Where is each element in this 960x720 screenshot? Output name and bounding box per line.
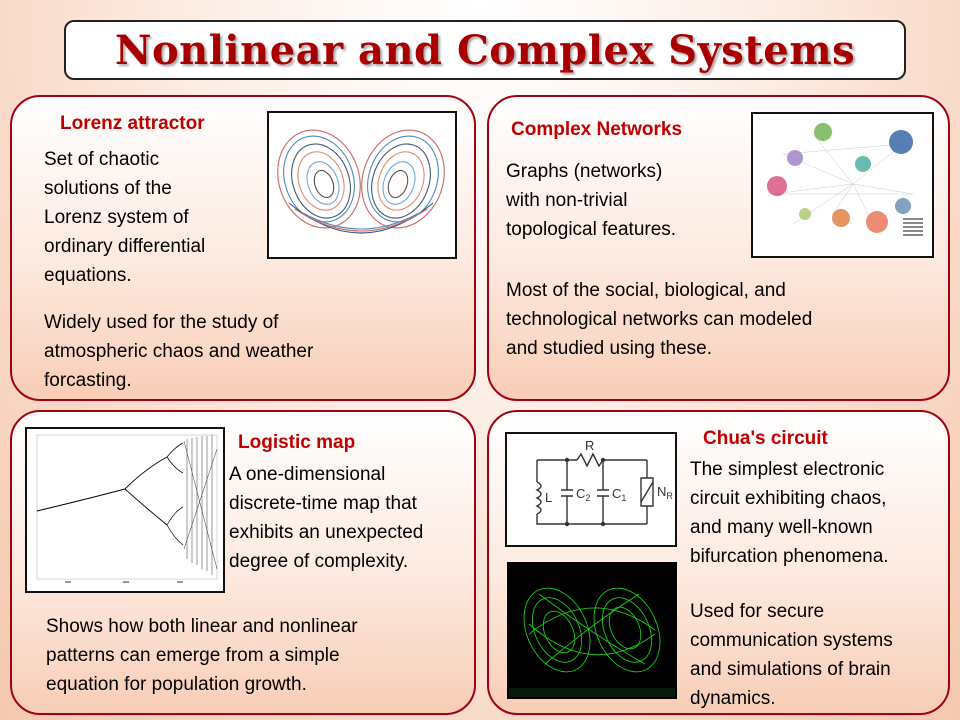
nonlinear-resistor-label: NR xyxy=(657,484,673,501)
chua-oscilloscope-image xyxy=(507,562,677,699)
logistic-description: A one-dimensional discrete-time map that… xyxy=(229,464,424,572)
title-banner: Nonlinear and Complex Systems xyxy=(64,20,906,80)
chua-description: The simplest electronic circuit exhibiti… xyxy=(690,459,889,567)
resistor-label: R xyxy=(585,438,594,453)
chua-usage: Used for secure communication systems an… xyxy=(690,601,893,709)
networks-description: Graphs (networks) with non-trivial topol… xyxy=(506,161,677,240)
lorenz-usage: Widely used for the study of atmospheric… xyxy=(44,312,314,391)
networks-heading: Complex Networks xyxy=(511,119,683,140)
logistic-usage: Shows how both linear and nonlinear patt… xyxy=(46,616,358,695)
network-graph-image xyxy=(751,112,934,258)
lorenz-description: Set of chaotic solutions of the Lorenz s… xyxy=(44,149,206,286)
inductor-label: L xyxy=(545,490,552,505)
bifurcation-diagram-image xyxy=(25,427,225,593)
lorenz-heading: Lorenz attractor xyxy=(60,113,205,134)
capacitor-c1-label: C1 xyxy=(612,486,626,503)
networks-usage: Most of the social, biological, and tech… xyxy=(506,280,813,359)
capacitor-c2-label: C2 xyxy=(576,486,590,503)
lorenz-attractor-image xyxy=(267,111,457,259)
chua-circuit-diagram: R L C2 C1 NR xyxy=(505,432,677,547)
chua-heading: Chua's circuit xyxy=(703,428,828,449)
page-title: Nonlinear and Complex Systems xyxy=(114,26,856,74)
logistic-heading: Logistic map xyxy=(238,432,356,453)
